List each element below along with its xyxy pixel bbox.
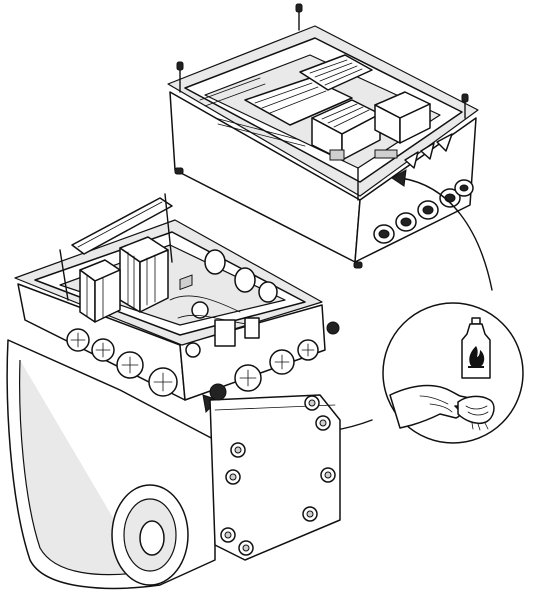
- flammable-bottle-icon: [461, 317, 491, 379]
- cleaning-hand-icon: [389, 384, 495, 431]
- upper-enclosure: [167, 3, 479, 269]
- arrow-upper: [391, 169, 493, 291]
- flange-bolts: [220, 395, 336, 556]
- lower-glands-left: [66, 328, 178, 397]
- upper-glands: [373, 179, 474, 244]
- lower-glands-right: [209, 321, 340, 401]
- flame-icon: [468, 346, 485, 368]
- motor-assembly: [6, 193, 341, 590]
- terminal-blocks: [79, 236, 169, 323]
- cleaning-callout: [382, 302, 524, 444]
